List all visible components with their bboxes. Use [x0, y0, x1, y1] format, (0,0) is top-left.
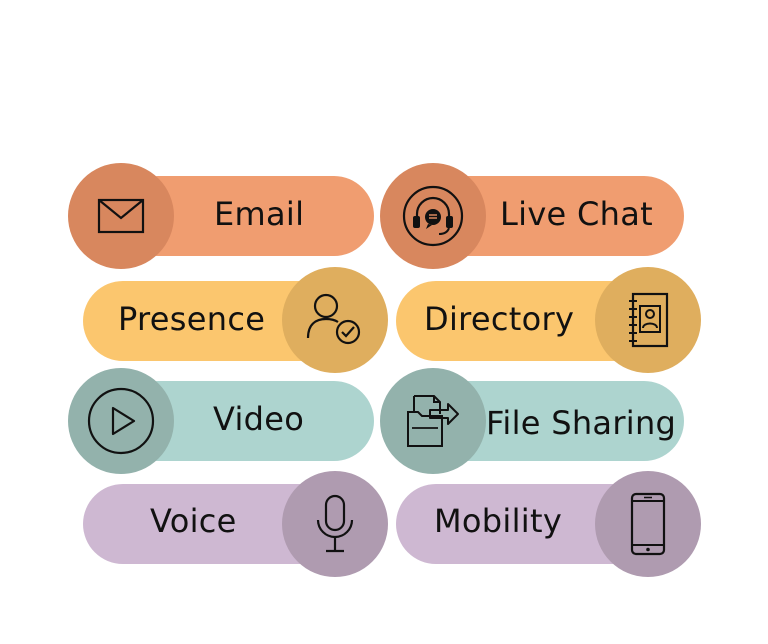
email-icon-circle [68, 163, 174, 269]
file-sharing-label: File Sharing [486, 404, 677, 442]
email-label: Email [214, 195, 305, 233]
video-label: Video [213, 400, 305, 438]
video-icon-circle [68, 368, 174, 474]
presence-icon-circle [282, 267, 388, 373]
directory-icon-circle [595, 267, 701, 373]
address-book-icon [629, 292, 669, 348]
directory-label: Directory [424, 300, 575, 338]
file-sharing-icon-circle [380, 368, 486, 474]
user-check-icon [306, 293, 361, 345]
headset-chat-icon [402, 185, 464, 247]
microphone-icon [316, 494, 354, 553]
file-share-icon [407, 395, 459, 447]
mobility-label: Mobility [434, 502, 563, 540]
mobility-icon-circle [595, 471, 701, 577]
live-chat-label: Live Chat [500, 195, 653, 233]
envelope-icon [97, 198, 145, 234]
voice-label: Voice [150, 502, 237, 540]
voice-icon-circle [282, 471, 388, 577]
presence-label: Presence [118, 300, 266, 338]
live-chat-icon-circle [380, 163, 486, 269]
smartphone-icon [630, 492, 666, 556]
play-icon [87, 387, 155, 455]
